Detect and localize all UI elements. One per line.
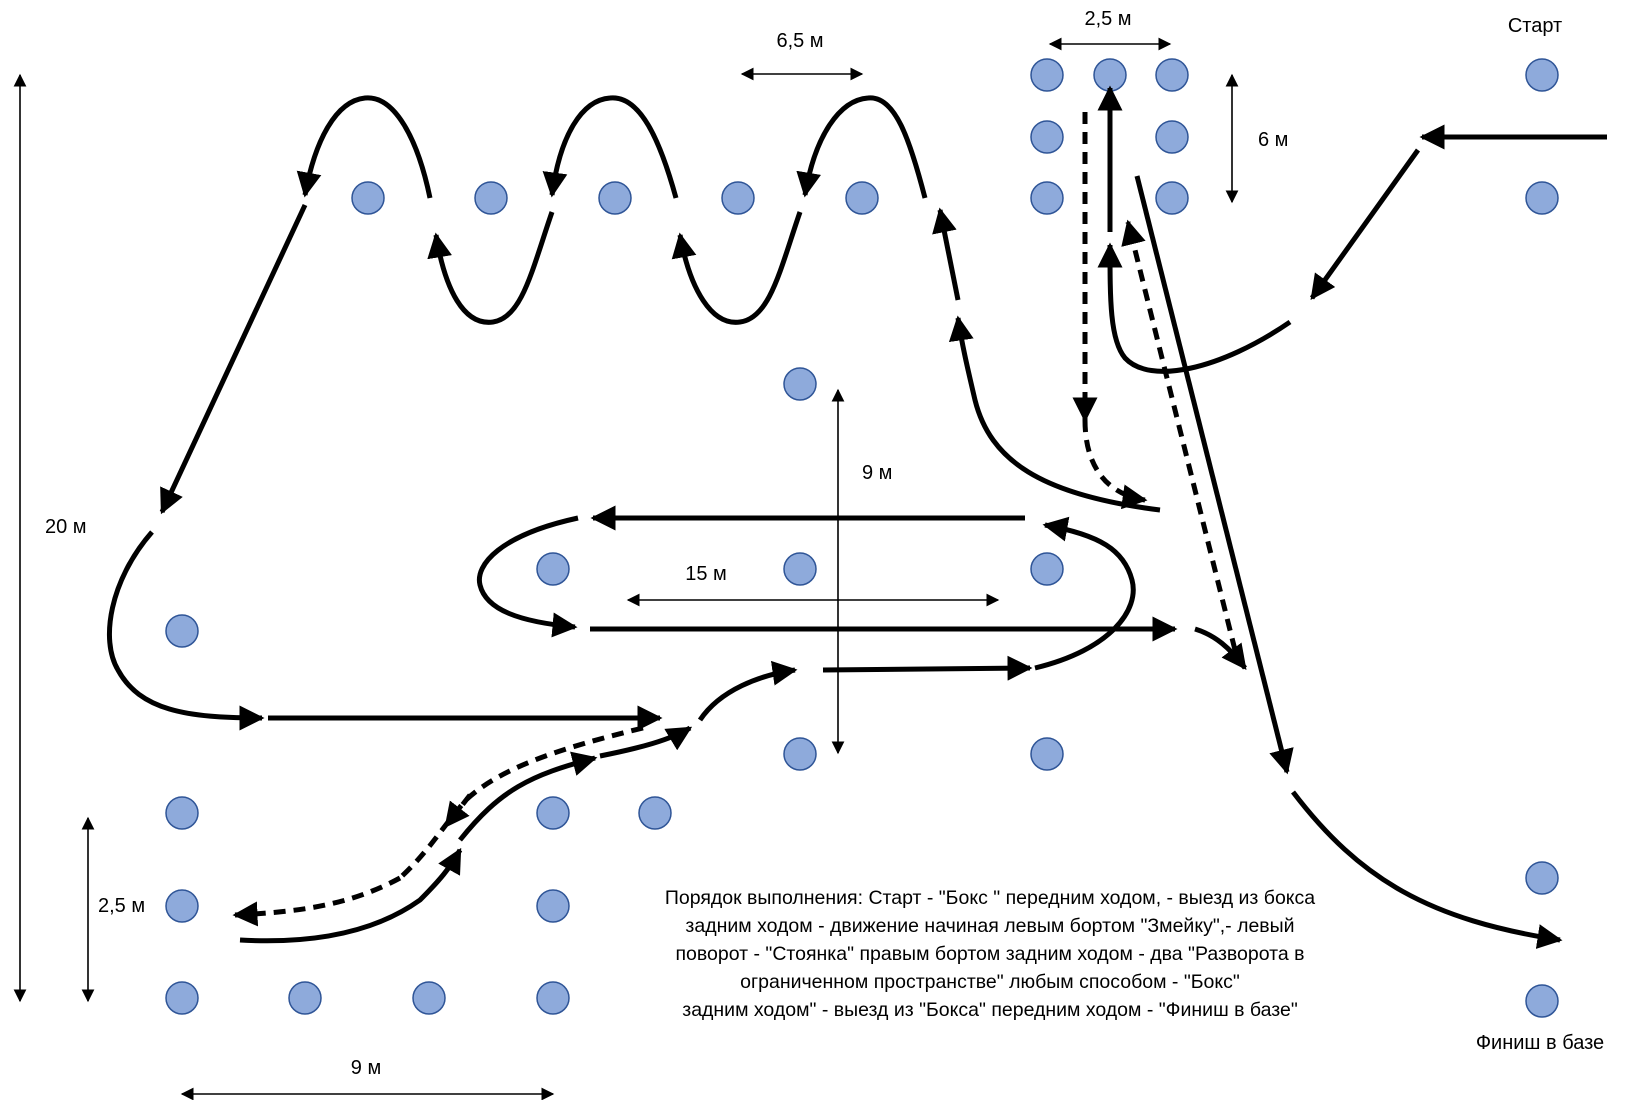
route-parking-reverse-end (232, 875, 402, 927)
route-snake-5 (296, 95, 433, 199)
cone (165, 981, 199, 1015)
route-u-turn-exit (1194, 626, 1247, 670)
route-box-reverse-entry (1121, 219, 1238, 651)
route-to-snake (948, 315, 1161, 513)
instructions-line: поворот - "Стоянка" правым бортом задним… (675, 943, 1305, 965)
route-left-turn (106, 530, 265, 731)
cone (783, 552, 817, 586)
instructions-line: Порядок выполнения: Старт - "Бокс " пере… (664, 887, 1316, 909)
route-snake-entry (932, 207, 961, 301)
dimension-lines (13, 37, 1239, 1100)
cone (165, 614, 199, 648)
instructions-line: задним ходом" - выезд из "Бокса" передни… (682, 999, 1298, 1021)
route-snake-3 (542, 95, 679, 199)
route-left-diagonal (159, 203, 308, 515)
cone (783, 737, 817, 771)
route-parking-exit (239, 847, 463, 944)
route-to-turn-area (697, 660, 798, 722)
route-snake-2 (671, 211, 803, 325)
route-finish (1291, 790, 1563, 949)
route-parking-reverse-arrow (444, 793, 472, 828)
instructions-line: задним ходом - движение начиная левым бо… (685, 915, 1295, 937)
cone (1093, 58, 1127, 92)
cone (536, 796, 570, 830)
cone (536, 552, 570, 586)
dim-label-2-5-top: 2,5 м (1084, 8, 1132, 30)
route-start-diagonal (1309, 148, 1421, 301)
route-parking-exit-3 (599, 725, 693, 759)
cone (721, 181, 755, 215)
cone (351, 181, 385, 215)
route-mid-forward (822, 655, 1033, 681)
cone (1030, 737, 1064, 771)
cone (1155, 181, 1189, 215)
cone (536, 889, 570, 923)
dim-label-9-bottom: 9 м (350, 1057, 382, 1079)
route-box-entry-curve (1097, 242, 1292, 374)
cone (845, 181, 879, 215)
route-u-turn-right (1034, 516, 1136, 671)
cone (1525, 181, 1559, 215)
cone (1030, 552, 1064, 586)
cone (783, 367, 817, 401)
dim-label-6: 6 м (1258, 129, 1289, 151)
cone (412, 981, 446, 1015)
instructions-text: Порядок выполнения: Старт - "Бокс " пере… (620, 884, 1360, 1024)
route-box-exit (1134, 175, 1294, 775)
dim-label-20: 20 м (45, 516, 87, 538)
cone (1525, 58, 1559, 92)
finish-label: Финиш в базе (1475, 1032, 1605, 1054)
route-parking-exit-2 (458, 751, 598, 842)
route-snake-1 (796, 95, 928, 199)
cone (1030, 120, 1064, 154)
start-label: Старт (1507, 15, 1563, 37)
dim-label-9-vertical: 9 м (862, 462, 893, 484)
dim-label-15: 15 м (685, 563, 727, 585)
cone (165, 889, 199, 923)
route-parking-reverse (398, 725, 644, 880)
route-box-reverse-curve (1082, 419, 1148, 510)
cones (165, 58, 1559, 1018)
route-u-turn-left (476, 515, 579, 638)
cone (474, 181, 508, 215)
cone (1030, 58, 1064, 92)
cone (1155, 58, 1189, 92)
dim-label-6-5: 6,5 м (776, 30, 824, 52)
cone (1155, 120, 1189, 154)
route-snake-4 (427, 211, 555, 325)
cone (638, 796, 672, 830)
cone (1030, 181, 1064, 215)
cone (1525, 984, 1559, 1018)
cone (1525, 861, 1559, 895)
instructions-line: ограниченном пространстве" любым способо… (740, 971, 1240, 993)
cone (165, 796, 199, 830)
cone (536, 981, 570, 1015)
route (106, 85, 1607, 949)
dim-label-2-5-left: 2,5 м (98, 895, 146, 917)
cone (598, 181, 632, 215)
cone (288, 981, 322, 1015)
